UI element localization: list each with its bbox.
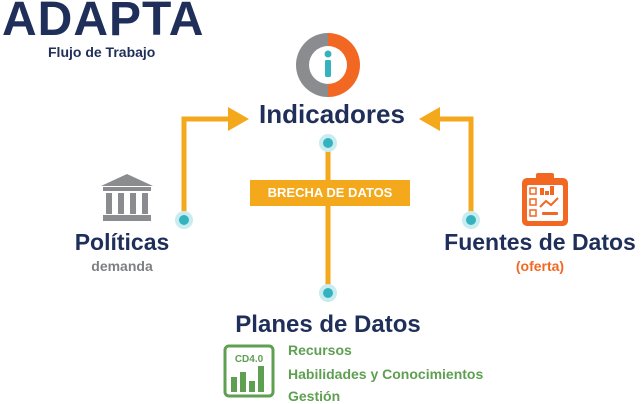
brecha-de-datos-label: BRECHA DE DATOS [250, 180, 410, 206]
info-icon [296, 33, 360, 97]
fuentes-connector [438, 116, 474, 212]
brand-subtitle: Flujo de Trabajo [48, 44, 156, 60]
institution-building-icon [101, 174, 153, 221]
fuentes-arrow-icon [419, 107, 440, 131]
politicas-subtitle: demanda [91, 258, 153, 274]
fuentes-title: Fuentes de Datos [444, 229, 636, 255]
politicas-title: Políticas [74, 229, 170, 255]
fuentes-subtitle: (oferta) [515, 258, 565, 274]
cd40-bar-chart-icon: CD4.0 [223, 344, 275, 398]
brand-title: ADAPTA [2, 0, 205, 46]
planes-item-recursos: Recursos [288, 342, 352, 358]
planes-item-gestion: Gestión [288, 388, 341, 404]
cd40-badge: CD4.0 [235, 354, 264, 365]
planes-item-habilidades: Habilidades y Conocimientos [288, 366, 484, 382]
politicas-connector [181, 116, 230, 212]
planes-title: Planes de Datos [235, 311, 421, 338]
clipboard-checklist-chart-icon [522, 173, 568, 226]
politicas-arrow-icon [228, 107, 249, 131]
indicadores-title: Indicadores [259, 99, 405, 129]
